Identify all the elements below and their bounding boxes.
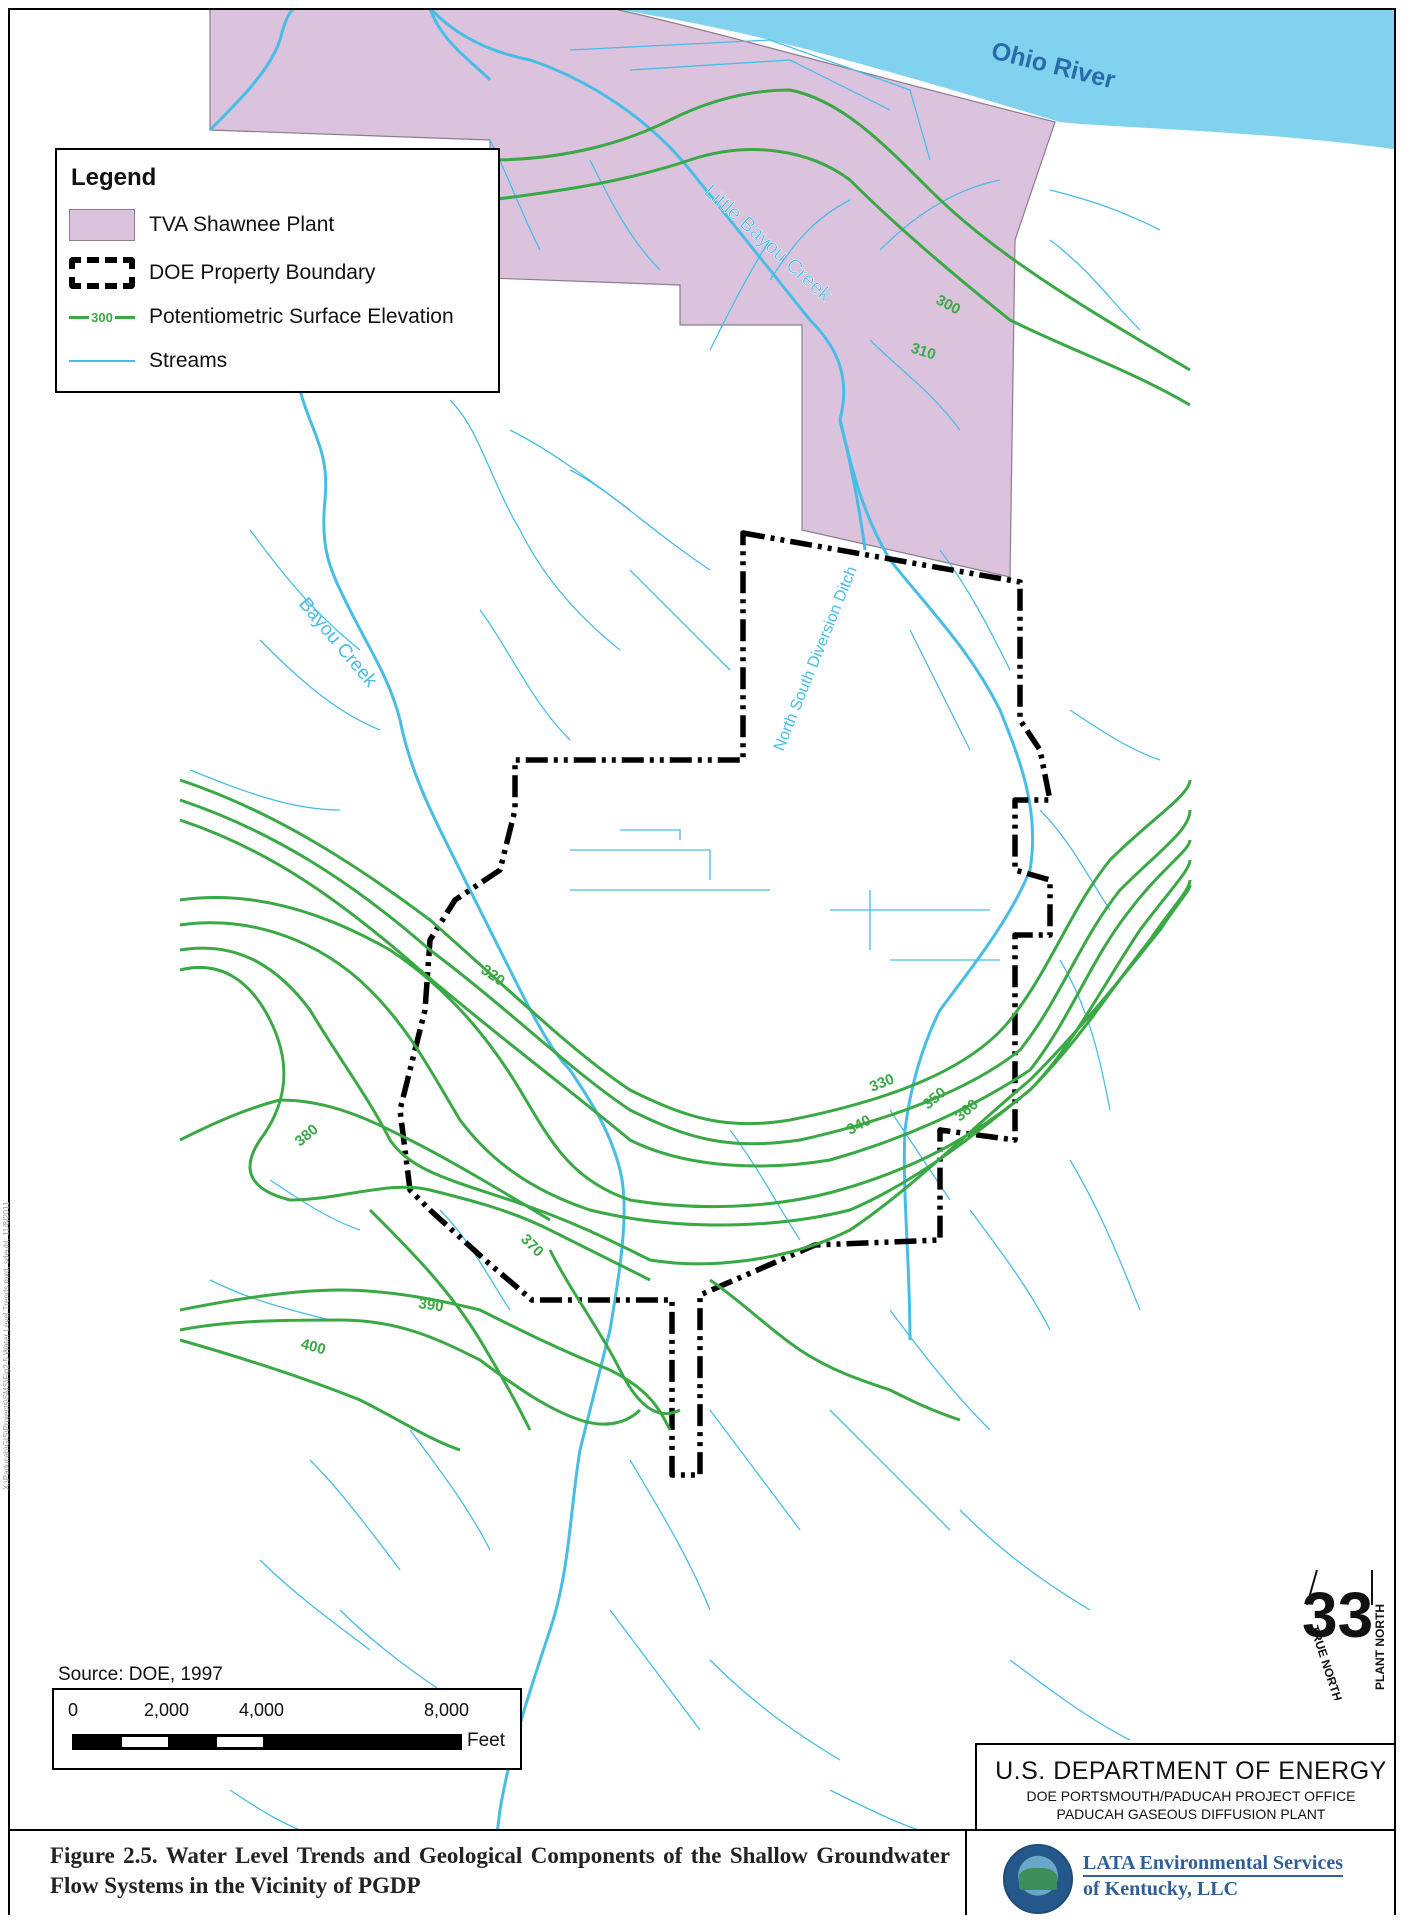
doe-property-boundary — [397, 530, 1053, 1478]
contour-label-370: 370 — [517, 1231, 547, 1261]
plant-swatch — [69, 209, 135, 241]
scale-tick-2000: 2,000 — [144, 1700, 190, 1720]
contour-label-380: 380 — [292, 1121, 322, 1150]
north-south-diversion-ditch — [838, 419, 867, 551]
map-frame: 300 310 320 330 340 350 360 370 380 390 … — [8, 8, 1396, 1915]
doe-subtitle-1: DOE PORTSMOUTH/PADUCAH PROJECT OFFICE — [1026, 1788, 1356, 1804]
contractor-line-1: LATA Environmental Services — [1083, 1851, 1343, 1877]
file-path-note: X:\Paducah\GIS\Projects\SMS\Fig2-5 Water… — [2, 1201, 11, 1490]
bayou-creek — [298, 389, 626, 1913]
legend-item-contour: 300 Potentiometric Surface Elevation — [69, 300, 454, 334]
plant-north-label: PLANT NORTH — [1373, 1604, 1387, 1690]
contour-label-340: 340 — [844, 1112, 874, 1139]
map-canvas: 300 310 320 330 340 350 360 370 380 390 … — [179, 10, 1394, 1913]
scale-bar: 0 2,000 4,000 8,000 Feet — [52, 1688, 522, 1770]
legend-item-label: Potentiometric Surface Elevation — [149, 305, 454, 328]
contractor-name: LATA Environmental Services of Kentucky,… — [1083, 1851, 1343, 1901]
scale-bar-graphic — [72, 1734, 462, 1750]
bottom-band — [10, 1829, 1394, 1915]
doe-title: U.S. DEPARTMENT OF ENERGY — [995, 1757, 1387, 1785]
legend-item-label: DOE Property Boundary — [149, 261, 376, 284]
stream-swatch — [69, 345, 135, 377]
contour-label-350: 350 — [920, 1084, 950, 1113]
little-bayou-creek — [429, 10, 1035, 1341]
caption-divider — [965, 1829, 967, 1915]
legend-item-label: TVA Shawnee Plant — [149, 213, 335, 236]
contour-label-400: 400 — [299, 1335, 328, 1358]
figure-caption: Figure 2.5. Water Level Trends and Geolo… — [50, 1843, 950, 1898]
legend-item-boundary: DOE Property Boundary — [69, 256, 375, 290]
scale-tick-0: 0 — [68, 1700, 79, 1720]
source-note: Source: DOE, 1997 — [58, 1664, 223, 1685]
diversion-ditch-label: North South Diversion Ditch — [771, 564, 861, 753]
boundary-swatch — [69, 257, 135, 289]
contractor-line-2: of Kentucky, LLC — [1083, 1878, 1239, 1900]
contour-sample-label: 300 — [89, 309, 115, 325]
legend-item-label: Streams — [149, 349, 228, 372]
doe-title-block: U.S. DEPARTMENT OF ENERGY DOE PORTSMOUTH… — [975, 1743, 1394, 1839]
scale-units: Feet — [467, 1730, 506, 1751]
legend: Legend TVA Shawnee Plant DOE Property Bo… — [55, 148, 500, 393]
contour-label-390: 390 — [417, 1295, 444, 1315]
north-arrow-angle: 33 — [1302, 1579, 1373, 1651]
doe-subtitle-2: PADUCAH GASEOUS DIFFUSION PLANT — [1056, 1806, 1326, 1822]
potentiometric-contours — [179, 88, 1192, 1452]
scale-tick-8000: 8,000 — [424, 1700, 470, 1720]
main-creeks — [208, 10, 1035, 1913]
legend-item-plant: TVA Shawnee Plant — [69, 208, 334, 242]
legend-title: Legend — [71, 164, 157, 191]
ohio-river — [621, 10, 1394, 150]
legend-item-streams: Streams — [69, 344, 227, 378]
lata-logo-icon — [1003, 1844, 1073, 1914]
scale-tick-4000: 4,000 — [239, 1700, 285, 1720]
contour-label-310: 310 — [909, 340, 938, 364]
contour-swatch: 300 — [69, 301, 135, 333]
north-arrow: 33 TRUE NORTH PLANT NORTH — [1302, 1569, 1387, 1700]
